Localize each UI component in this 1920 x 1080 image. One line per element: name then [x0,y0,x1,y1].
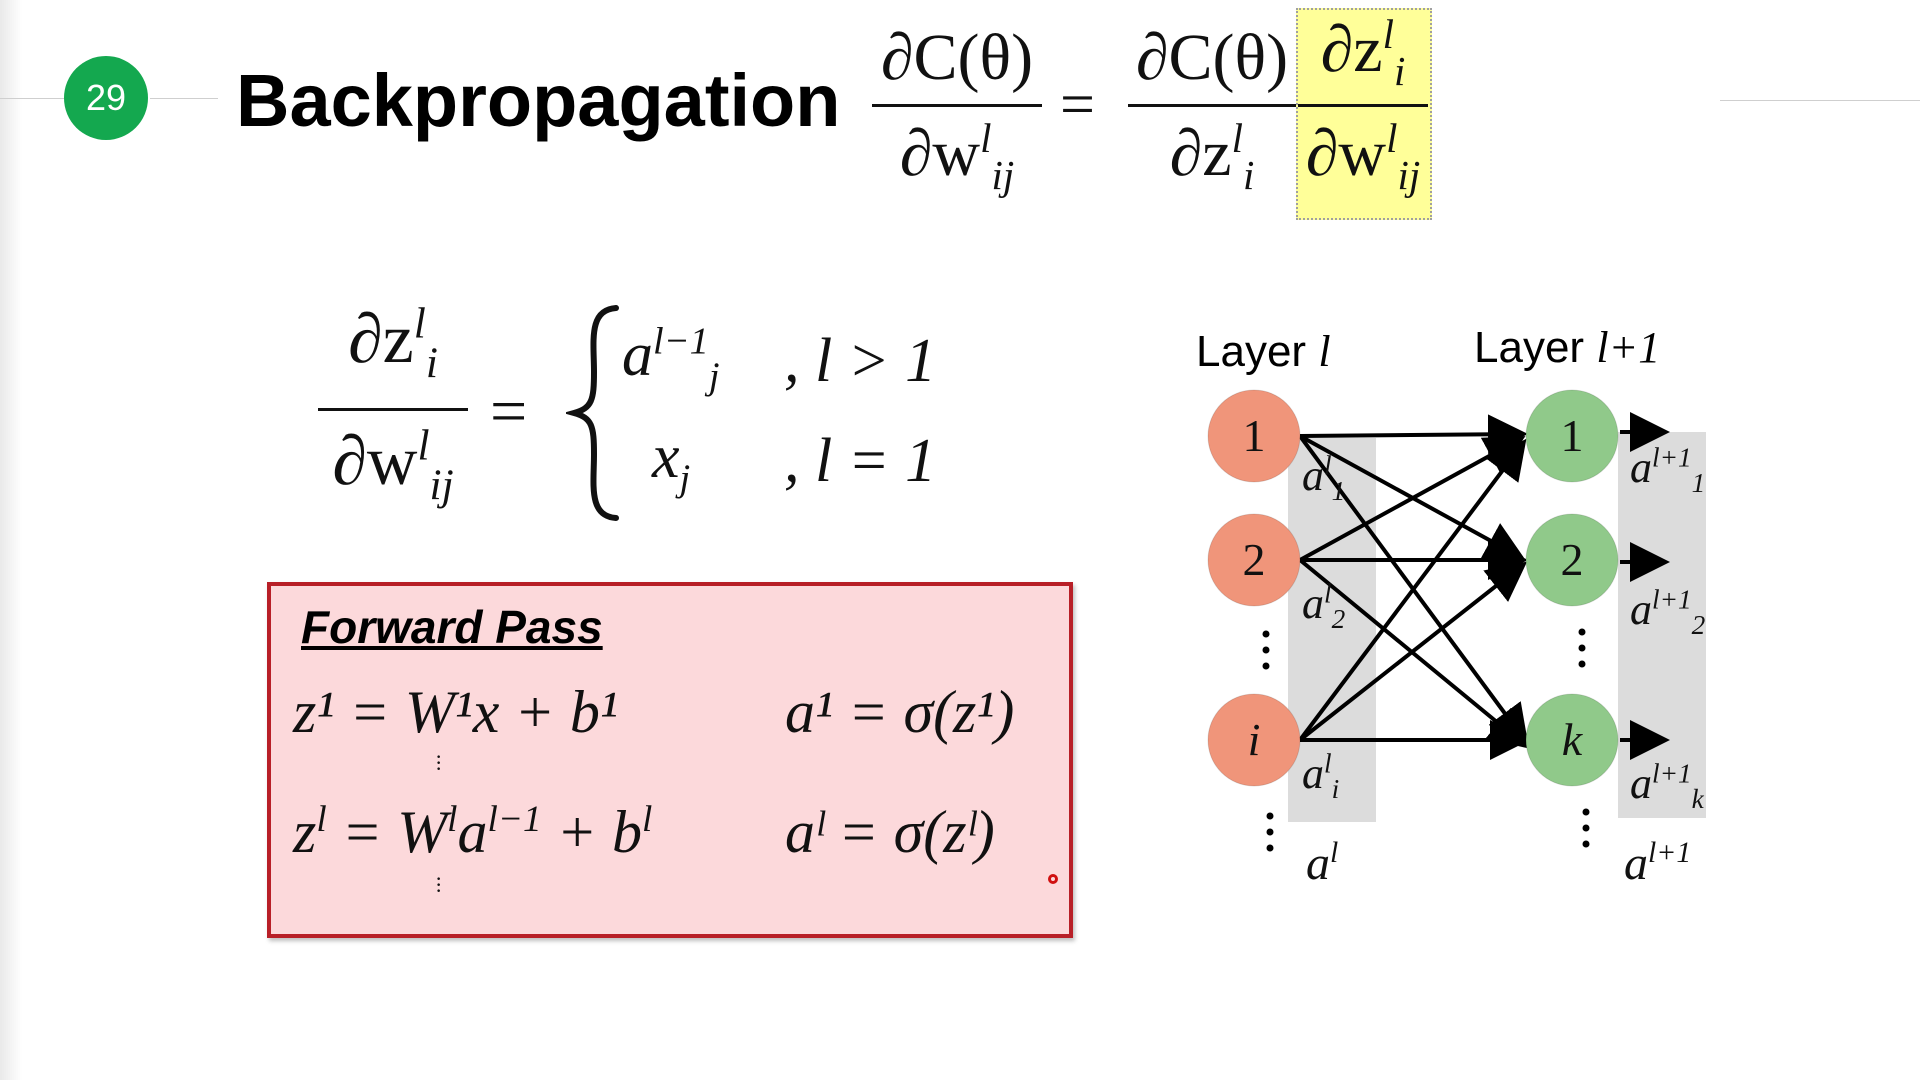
header-r1-fraction: ∂C(θ) ∂zli [1128,20,1296,210]
left-node-label: 2 [1243,534,1266,585]
right-bottom-dot [1582,808,1590,816]
header-lhs-denominator: ∂wlij [899,116,1015,199]
right-node-label: 2 [1561,534,1584,585]
slide-title: Backpropagation [236,59,841,142]
right-mid-dot [1578,644,1586,652]
header-r2-numerator: ∂zli [1320,12,1406,95]
right-layer-nodes: 1 2 k [1525,389,1619,787]
left-bottom-dot [1266,812,1274,820]
left-activation-column [1288,438,1376,822]
header-r1-numerator: ∂C(θ) [1135,21,1289,94]
case-1-condition: , l > 1 [784,327,937,395]
header-r2-fraction: ∂zli ∂wlij [1298,12,1428,212]
edge-2-1 [1299,436,1526,562]
left-mid-dot [1262,662,1270,670]
left-node-circle [1207,513,1301,607]
case-1-value: al−1j [622,320,720,398]
case-2-value: xj [652,423,691,500]
fraction-bar [318,408,468,411]
ellipsis-dots [1262,628,1590,852]
forward-pass-al: aˡ = σ(zˡ) [785,799,995,865]
edge-1-1 [1299,414,1528,455]
right-bottom-dot [1582,824,1590,832]
connection-lines [1298,412,1670,760]
slide-number: 29 [85,77,127,118]
left-node-circle [1207,389,1301,483]
slide-left-edge [0,0,22,1080]
right-node-label: 1 [1561,410,1584,461]
highlight-box [1296,8,1432,220]
network-diagram: 1 2 i 1 2 k [1207,389,1706,852]
forward-pass-z1: z¹ = W¹x + b¹ [293,679,618,745]
case-2-condition: , l = 1 [784,427,937,495]
header-r2-denominator: ∂wlij [1305,116,1421,199]
header-lhs-numerator: ∂C(θ) [880,21,1034,94]
right-node-circle [1525,389,1619,483]
right-mid-dot [1578,628,1586,636]
forward-pass-a1: a¹ = σ(z¹) [785,679,1015,745]
header-lhs-fraction: ∂C(θ) ∂wlij [872,20,1042,210]
right-mid-dot [1578,660,1586,668]
right-activation-k: al+1k [1630,758,1704,814]
layer-l-plus-1-label: Layer l+1 [1474,323,1661,372]
left-mid-dot [1262,646,1270,654]
right-activation-vector: al+1 [1624,836,1692,890]
left-bottom-dot [1266,844,1274,852]
slide-number-badge: 29 [64,56,148,140]
fraction-bar [872,104,1042,107]
left-node-label: i [1248,714,1261,765]
cases-denominator: ∂wlij [332,421,454,509]
forward-pass-zl: zl = Wlal−1 + bl [293,799,653,865]
left-activation-1: al1 [1302,450,1346,506]
fraction-bar [1128,104,1296,107]
layer-l-label: Layer l [1196,327,1331,376]
left-node-circle [1207,693,1301,787]
header-r1-denominator: ∂zli [1169,116,1255,199]
left-activation-vector: al [1306,836,1339,890]
edge-i-2 [1298,561,1528,742]
header-rule-right [1720,100,1920,101]
right-node-label: k [1562,714,1584,765]
right-node-circle [1525,693,1619,787]
cases-equals: = [490,375,528,448]
vertical-ellipsis: ··· [435,866,443,903]
header-equals: = [1060,71,1095,139]
left-activation-2: al2 [1302,578,1346,634]
header-rule-left [0,98,64,99]
right-activation-1: al+11 [1630,442,1706,498]
fraction-bar [1298,104,1428,107]
right-node-circle [1525,513,1619,607]
forward-pass-title: Forward Pass [301,601,603,653]
left-node-label: 1 [1243,410,1266,461]
cases-numerator: ∂zli [348,299,438,387]
right-bottom-dot [1582,840,1590,848]
edge-i-1 [1298,438,1527,742]
left-layer-nodes: 1 2 i [1207,389,1301,787]
left-brace [566,305,619,521]
right-activation-2: al+12 [1630,584,1706,640]
pointer-indicator [1048,874,1058,884]
forward-pass-box: Forward Pass z¹ = W¹x + b¹ a¹ = σ(z¹) ··… [267,582,1073,938]
cases-lhs-fraction: ∂zli ∂wlij [318,300,468,530]
header-rule-mid [150,98,218,99]
vertical-ellipsis: ··· [435,744,443,781]
left-activation-i: ali [1302,748,1340,804]
left-mid-dot [1262,630,1270,638]
left-bottom-dot [1266,828,1274,836]
